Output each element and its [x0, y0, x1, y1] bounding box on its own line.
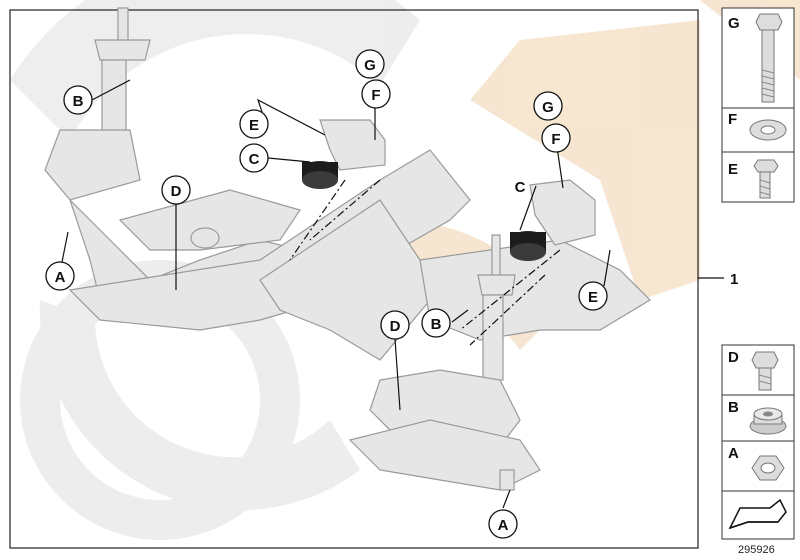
- main-frame: [9, 9, 699, 549]
- collar-nut-icon: [749, 407, 787, 435]
- callout-d-mid: D: [380, 310, 410, 340]
- callout-b-mid: B: [421, 308, 451, 338]
- legend-label-a: A: [728, 445, 739, 462]
- crossmember: [68, 149, 471, 331]
- hex-nut-icon: [751, 455, 785, 481]
- bolt-long-icon: [755, 13, 783, 103]
- parts-legend-bottom: D B A: [721, 344, 795, 540]
- bolt-short-icon: [753, 159, 779, 199]
- assembly-label: 1: [730, 271, 738, 288]
- bushing-left: [302, 161, 338, 189]
- svg-text:A: A: [498, 517, 509, 534]
- left-ball-joint: [190, 227, 220, 249]
- legend-label-e: E: [728, 161, 738, 178]
- legend-label-f: F: [728, 111, 737, 128]
- left-bracket: [319, 119, 386, 171]
- callout-e-right: E: [578, 281, 608, 311]
- callout-c-right: C: [515, 179, 526, 196]
- left-strut-mount: [94, 39, 151, 61]
- callout-g-right: G: [533, 91, 563, 121]
- right-lower-arm: [348, 419, 541, 491]
- svg-text:A: A: [55, 269, 66, 286]
- callout-g-left: G: [355, 49, 385, 79]
- left-knuckle: [44, 129, 141, 201]
- callouts: B A D E C G F G: [45, 49, 738, 539]
- svg-text:F: F: [371, 87, 380, 104]
- svg-text:D: D: [171, 183, 182, 200]
- bolt-icon: [751, 351, 779, 391]
- svg-text:G: G: [364, 57, 376, 74]
- svg-text:B: B: [431, 316, 442, 333]
- svg-text:E: E: [588, 289, 598, 306]
- right-ball-joint: [499, 469, 515, 491]
- washer-icon: [749, 119, 787, 141]
- svg-text:D: D: [390, 318, 401, 335]
- right-strut-rod: [491, 234, 501, 276]
- legend-label-b: B: [728, 399, 739, 416]
- subframe-drawing: [44, 7, 651, 491]
- callout-b-top: B: [63, 85, 93, 115]
- arrow-icon: [728, 498, 787, 530]
- callout-c-left: C: [239, 143, 269, 173]
- callout-a-bottom: A: [488, 509, 518, 539]
- callout-a-left: A: [45, 261, 75, 291]
- callout-e-left: E: [239, 109, 269, 139]
- callout-f-right: F: [541, 123, 571, 153]
- svg-text:C: C: [515, 179, 526, 196]
- callout-f-left: F: [361, 79, 391, 109]
- svg-text:G: G: [542, 99, 554, 116]
- svg-text:B: B: [73, 93, 84, 110]
- right-strut-body: [482, 294, 504, 381]
- parts-legend-top: G F E: [721, 7, 795, 203]
- left-arm-brace: [118, 189, 301, 251]
- svg-text:F: F: [551, 131, 560, 148]
- image-number: 295926: [738, 544, 775, 556]
- legend-label-g: G: [728, 15, 740, 32]
- right-strut-mount: [477, 274, 516, 296]
- bushing-right: [510, 231, 546, 261]
- right-bracket: [529, 179, 596, 246]
- svg-text:C: C: [249, 151, 260, 168]
- callout-d-left: D: [161, 175, 191, 205]
- svg-text:E: E: [249, 117, 259, 134]
- legend-label-d: D: [728, 349, 739, 366]
